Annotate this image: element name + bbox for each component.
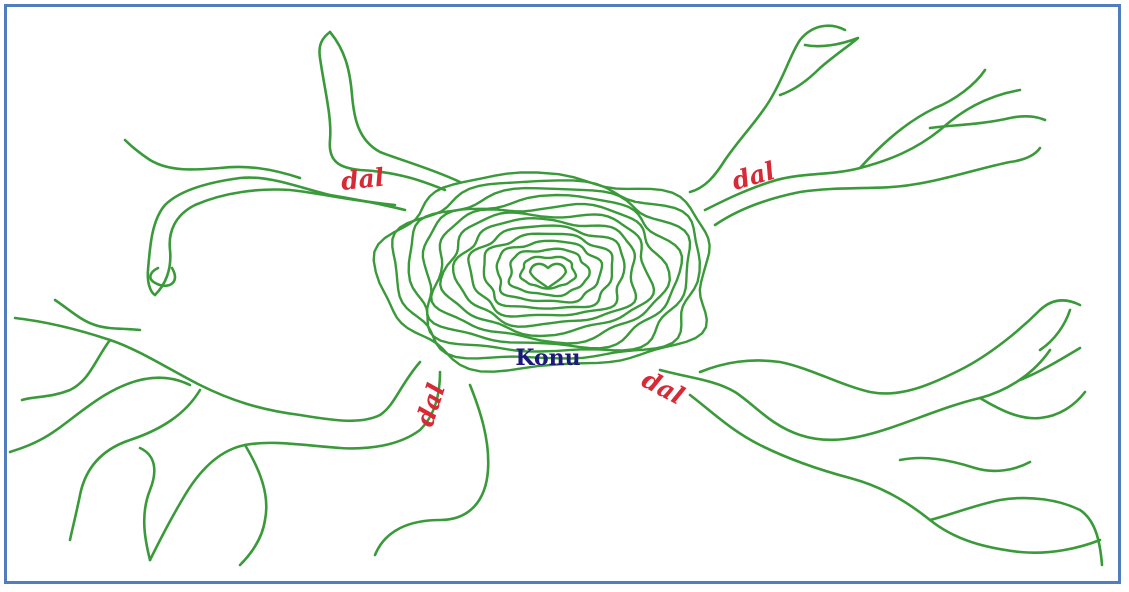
branch-label-bottom-right: dal bbox=[637, 365, 689, 411]
branch-top-left-lower-edge-2 bbox=[155, 190, 395, 295]
branch-bottom-right-twig-5 bbox=[1020, 348, 1080, 380]
branch-bottom-right-twig-3 bbox=[930, 498, 1102, 565]
central-topic-rings bbox=[374, 172, 710, 371]
branch-bottom-left-edge-1 bbox=[15, 318, 420, 421]
contour-ring bbox=[374, 172, 710, 371]
branch-bottom-left-twig-5 bbox=[140, 448, 154, 560]
branch-bottom-right-edge-1 bbox=[660, 350, 1050, 440]
branch-bottom-left-twig-6 bbox=[55, 300, 140, 330]
central-topic-label: Konu bbox=[515, 345, 580, 371]
branch-bottom-left bbox=[10, 300, 488, 565]
branch-top-left-upper-edge-2 bbox=[330, 32, 460, 182]
contour-ring bbox=[484, 234, 613, 309]
branch-top-left-lower-edge bbox=[148, 178, 405, 295]
branch-top-right-twig-1 bbox=[780, 38, 858, 95]
branch-top-right bbox=[690, 26, 1045, 225]
branch-label-top-left: dal bbox=[340, 163, 386, 196]
branch-bottom-left-twig-4 bbox=[240, 445, 266, 565]
branch-bottom-right bbox=[660, 300, 1102, 565]
branch-top-left-twig-1 bbox=[125, 140, 300, 178]
branch-bottom-right-twig-4 bbox=[1040, 310, 1070, 350]
contour-ring bbox=[392, 180, 700, 358]
branch-top-right-twig-2 bbox=[860, 70, 985, 168]
contour-ring bbox=[520, 257, 576, 289]
branch-bottom-right-twig-2 bbox=[900, 458, 1030, 471]
branch-bottom-left-twig-1 bbox=[10, 378, 190, 452]
branch-bottom-left-twig-2 bbox=[70, 390, 200, 540]
branch-label-bottom-left: dal bbox=[410, 380, 451, 430]
branch-bottom-left-twig-3 bbox=[22, 340, 110, 400]
branch-top-right-edge-2 bbox=[705, 90, 1020, 210]
branch-bottom-right-twig-1 bbox=[980, 392, 1085, 418]
branch-label-top-right: dal bbox=[729, 156, 779, 196]
